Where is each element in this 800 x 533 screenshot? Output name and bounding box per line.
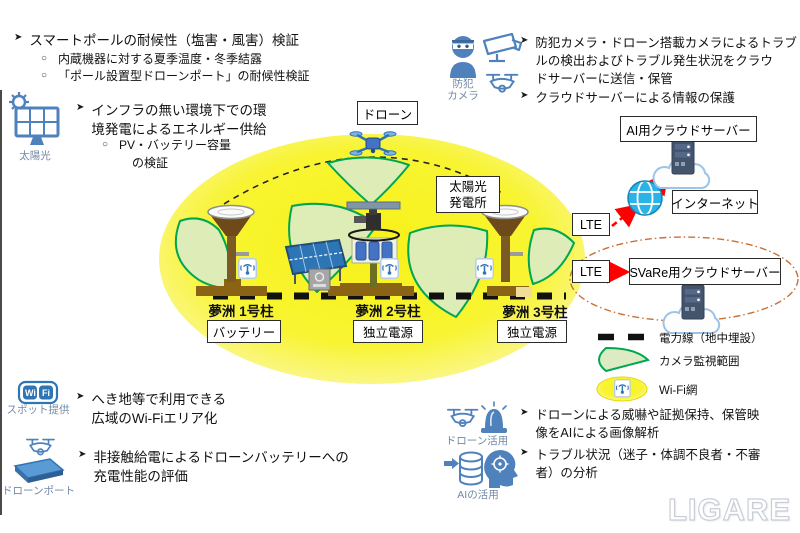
pole-3-power-box: 独立電源: [497, 320, 567, 343]
bullet-energy-harvest: ➤ インフラの無い環境下での環 境発電によるエネルギー供給: [76, 102, 267, 137]
internet-globe-icon: [627, 180, 663, 216]
bullet-arrow: ➤: [76, 391, 85, 402]
solar-icon-label: 太陽光: [19, 150, 51, 162]
circle-bullet: ○: [102, 139, 109, 150]
wifi-ap-icon: [237, 257, 258, 280]
svg-text:Wi: Wi: [25, 388, 36, 398]
camera-range-cones: [174, 156, 575, 318]
lte-box-1: LTE: [572, 213, 610, 236]
drone-port-icon: [13, 438, 65, 483]
pole-1-power-box: バッテリー: [207, 320, 281, 343]
bullet-cloud-protection: ➤ クラウドサーバーによる情報の保護: [520, 90, 735, 105]
circle-bullet: ○: [41, 53, 48, 64]
bullet-arrow: ➤: [520, 447, 529, 458]
bullet-arrow: ➤: [520, 90, 529, 101]
internet-box: インターネット: [671, 190, 759, 214]
bullet-wifi-area: ➤ へき地等で利用できる 広域のWi-Fiエリア化: [76, 391, 227, 426]
bullet-arrow: ➤: [520, 407, 529, 418]
subbullet-temperature: ○ 内蔵機器に対する夏季温度・冬季結露: [41, 52, 263, 66]
security-camera-icon-label: 防犯 カメラ: [447, 78, 479, 102]
smart-pole-1: [196, 204, 267, 296]
bullet-arrow: ➤: [76, 102, 85, 113]
smart-pole-3: [481, 204, 532, 297]
solar-panel-icon: [9, 92, 60, 145]
pole-1-name: 夢洲 1号柱: [208, 304, 274, 319]
ai-cloud-server-box: AI用クラウドサーバー: [620, 116, 757, 142]
wifi-spot-icon: Wi Fi: [17, 380, 59, 405]
bullet-arrow: ➤: [520, 35, 529, 46]
lte-box-2: LTE: [572, 260, 610, 283]
drone-use-icon-label: ドローン活用: [445, 435, 509, 447]
bullet-trouble-analysis: ➤ トラブル状況（迷子・体調不良者・不審 者）の分析: [520, 447, 761, 480]
ai-head-icon: [484, 450, 518, 488]
legend-camera-range-sample: [598, 346, 650, 373]
subbullet-pv-battery-line2: の検証: [132, 156, 169, 170]
svare-cloud-server-icon: [662, 284, 721, 334]
ai-use-icon-label: AIの活用: [457, 489, 499, 501]
siren-icon: [481, 401, 507, 433]
bullet-arrow: ➤: [78, 449, 87, 460]
subbullet-pv-battery: ○ PV・バッテリー容量: [102, 138, 232, 152]
drone-flight-path: [223, 156, 503, 205]
bullet-trouble-detection: ➤ 防犯カメラ・ドローン搭載カメラによるトラブ ルの検出およびトラブル発生状況を…: [520, 35, 797, 86]
drone-icon: [349, 131, 397, 156]
wifi-spot-icon-label: スポット提供: [6, 404, 70, 416]
bullet-arrow: ➤: [14, 32, 23, 43]
solar-array: [284, 238, 348, 291]
circle-bullet: ○: [41, 70, 48, 81]
legend-camera-range-label: カメラ監視範囲: [659, 356, 740, 368]
solar-plant-box: 太陽光 発電所: [436, 176, 500, 213]
wifi-ap-icon: [379, 257, 400, 280]
pole-2-power-box: 独立電源: [353, 320, 423, 343]
pole-2-name: 夢洲 2号柱: [355, 304, 421, 319]
database-icon: [444, 451, 483, 486]
security-drone-icon: [486, 73, 519, 93]
thief-icon: [450, 36, 476, 78]
bullet-drone-deterrence: ➤ ドローンによる威嚇や証拠保持、保管映 像をAIによる画像解析: [520, 407, 760, 440]
drone-box: ドローン: [357, 101, 418, 125]
cctv-camera-icon: [482, 32, 523, 63]
legend-power-line-label: 電力線（地中埋設）: [659, 333, 763, 345]
legend-wifi-net-label: Wi-Fi網: [659, 385, 698, 397]
ligare-watermark: LIGARE: [667, 491, 792, 527]
svare-cloud-server-box: SVaRe用クラウドサーバー: [629, 258, 781, 285]
bullet-weatherproof: ➤ スマートポールの耐候性（塩害・風害）検証: [14, 32, 299, 48]
bullet-wireless-charging: ➤ 非接触給電によるドローンバッテリーへの 充電性能の評価: [78, 449, 349, 484]
drone-port-icon-label: ドローンポート: [2, 485, 75, 497]
wifi-ap-icon: [474, 257, 495, 280]
smart-pole-2: [328, 201, 414, 296]
ai-cloud-server-icon: [652, 139, 711, 189]
svg-text:Fi: Fi: [42, 388, 50, 398]
patrol-drone-icon: [447, 408, 479, 427]
subbullet-droneport-weather: ○ 「ポール設置型ドローンポート」の耐候性検証: [41, 69, 310, 83]
pole-3-name: 夢洲 3号柱: [502, 305, 568, 320]
legend-wifi-net-sample: [596, 376, 648, 402]
slide-left-border: [0, 90, 2, 515]
svare-group-ellipse: [569, 236, 799, 322]
